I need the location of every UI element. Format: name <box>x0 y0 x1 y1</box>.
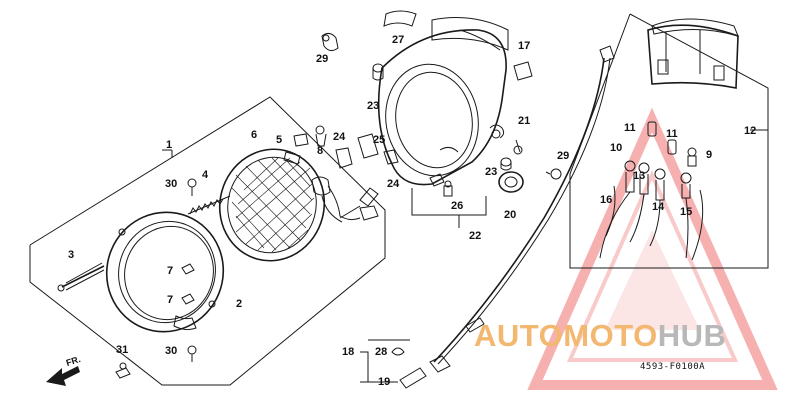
bracket-24b <box>383 149 399 165</box>
bolt-3 <box>57 262 105 292</box>
label-part-22: 22 <box>469 230 482 242</box>
label-part-29a: 29 <box>316 53 329 65</box>
headlight-assembly-frame <box>29 96 386 386</box>
label-part-30b: 30 <box>165 345 178 357</box>
clip-7a <box>181 263 195 275</box>
label-part-23a: 23 <box>367 100 380 112</box>
label-part-8: 8 <box>317 145 324 157</box>
screw-30b <box>187 345 197 362</box>
front-arrow <box>46 366 80 386</box>
label-part-28: 28 <box>375 346 388 358</box>
label-part-2: 2 <box>236 298 243 310</box>
label-part-11a: 11 <box>624 122 636 134</box>
label-part-29b: 29 <box>557 150 570 162</box>
label-part-17: 17 <box>518 40 531 52</box>
bracket-25 <box>357 133 379 159</box>
label-part-24a: 24 <box>333 131 346 143</box>
spring-4 <box>187 195 231 215</box>
label-part-4: 4 <box>202 169 209 181</box>
bolt-29a <box>321 32 339 52</box>
drawing-code: 4593-F0100A <box>640 362 706 372</box>
label-part-7a: 7 <box>167 265 174 277</box>
cap-17 <box>513 61 533 81</box>
label-part-6: 6 <box>251 129 258 141</box>
label-part-31: 31 <box>116 344 129 356</box>
label-part-5: 5 <box>276 134 283 146</box>
watermark-part1: AUTOMOTO <box>474 318 658 353</box>
clip-5 <box>293 133 309 147</box>
headlight-lens <box>218 148 326 262</box>
label-part-15: 15 <box>680 206 693 218</box>
label-part-1: 1 <box>166 139 173 151</box>
label-part-26: 26 <box>451 200 464 212</box>
label-part-27: 27 <box>392 34 405 46</box>
bolt-21 <box>513 139 523 155</box>
label-part-25: 25 <box>373 134 386 146</box>
label-part-12: 12 <box>744 125 757 137</box>
emblem-27 <box>383 10 417 27</box>
clip-7b <box>181 293 195 305</box>
headlight-case <box>377 17 509 187</box>
label-part-14: 14 <box>652 201 665 213</box>
case-assembly-frame <box>411 188 487 216</box>
grommet-20 <box>498 171 524 193</box>
label-part-30a: 30 <box>165 178 178 190</box>
headlight-rim <box>105 211 225 333</box>
grommet-23a <box>372 63 384 81</box>
bolt-31 <box>115 362 131 379</box>
label-part-20: 20 <box>504 209 517 221</box>
label-part-24b: 24 <box>387 178 400 190</box>
bracket-24a <box>335 147 353 169</box>
clip-28 <box>391 347 405 356</box>
meter-assembly-frame <box>569 13 769 269</box>
bolt-29b <box>545 168 562 180</box>
label-part-23b: 23 <box>485 166 498 178</box>
label-part-18: 18 <box>342 346 355 358</box>
screw-30a <box>187 178 197 196</box>
label-part-16: 16 <box>600 194 613 206</box>
bolt-8 <box>315 125 327 147</box>
grommet-23b <box>500 157 512 171</box>
label-part-10: 10 <box>610 142 623 154</box>
label-part-11b: 11 <box>666 128 678 140</box>
watermark-part2: HUB <box>657 318 727 353</box>
bulb-socket <box>311 176 379 223</box>
label-part-13: 13 <box>633 170 646 182</box>
label-part-3: 3 <box>68 249 75 261</box>
meter-sockets <box>599 121 704 261</box>
speedometer-cable <box>399 45 615 389</box>
label-part-7b: 7 <box>167 294 174 306</box>
bolt-26 <box>443 180 453 197</box>
label-part-19: 19 <box>378 376 391 388</box>
meter-housing <box>647 18 739 89</box>
cable-bracket-lines <box>360 351 369 383</box>
watermark-text: AUTOMOTOHUB <box>474 318 726 354</box>
label-part-21: 21 <box>518 115 531 127</box>
label-part-9: 9 <box>706 149 713 161</box>
